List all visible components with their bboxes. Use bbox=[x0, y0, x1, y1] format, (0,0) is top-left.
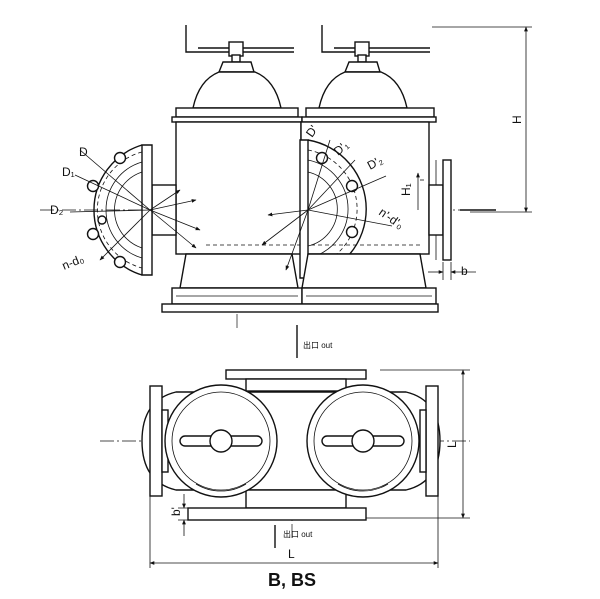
handle-right bbox=[321, 25, 430, 63]
label-H1: H₁ bbox=[399, 183, 413, 196]
plan-flange-left bbox=[149, 385, 163, 497]
label-H: H bbox=[510, 115, 524, 124]
plan-valve-right bbox=[306, 384, 420, 498]
left-flange-leaders bbox=[69, 149, 201, 261]
base-plate bbox=[161, 303, 439, 313]
dim-L-vertical bbox=[366, 369, 470, 519]
label-D2: D₂ bbox=[50, 203, 64, 217]
label-D2p: D'₂ bbox=[365, 153, 386, 173]
label-L-vertical: L bbox=[445, 441, 459, 448]
label-outlet-bottom: 出口 out bbox=[283, 529, 313, 539]
bonnet-right bbox=[301, 61, 437, 123]
label-L-horizontal: L bbox=[288, 547, 295, 561]
dim-L-horizontal bbox=[149, 496, 439, 568]
inlet-flange-left bbox=[86, 144, 177, 276]
body-left bbox=[175, 121, 302, 255]
label-D: D bbox=[79, 145, 88, 159]
plan-valve-left bbox=[164, 384, 278, 498]
label-b: b bbox=[461, 264, 468, 278]
drawing-title: B, BS bbox=[268, 570, 316, 590]
dim-b bbox=[428, 262, 476, 280]
label-nd0: n-d₀ bbox=[60, 251, 86, 272]
dim-H bbox=[432, 26, 532, 213]
right-flange-leaders bbox=[261, 139, 393, 271]
front-elevation bbox=[40, 25, 532, 358]
plan-view bbox=[100, 369, 470, 568]
plan-bottom-flange bbox=[187, 507, 367, 521]
handle-left bbox=[185, 25, 294, 63]
bonnet-left bbox=[171, 61, 303, 123]
dim-bp bbox=[178, 494, 198, 536]
plan-flange-right bbox=[425, 385, 439, 497]
label-outlet-top: 出口 out bbox=[303, 340, 333, 350]
dim-H1 bbox=[416, 172, 424, 210]
base-right bbox=[301, 253, 437, 305]
label-bp: b' bbox=[169, 507, 183, 516]
plan-top-flange bbox=[225, 369, 367, 380]
label-D1: D₁ bbox=[62, 165, 75, 179]
base-left bbox=[171, 253, 303, 305]
outlet-flange-right bbox=[428, 159, 452, 261]
